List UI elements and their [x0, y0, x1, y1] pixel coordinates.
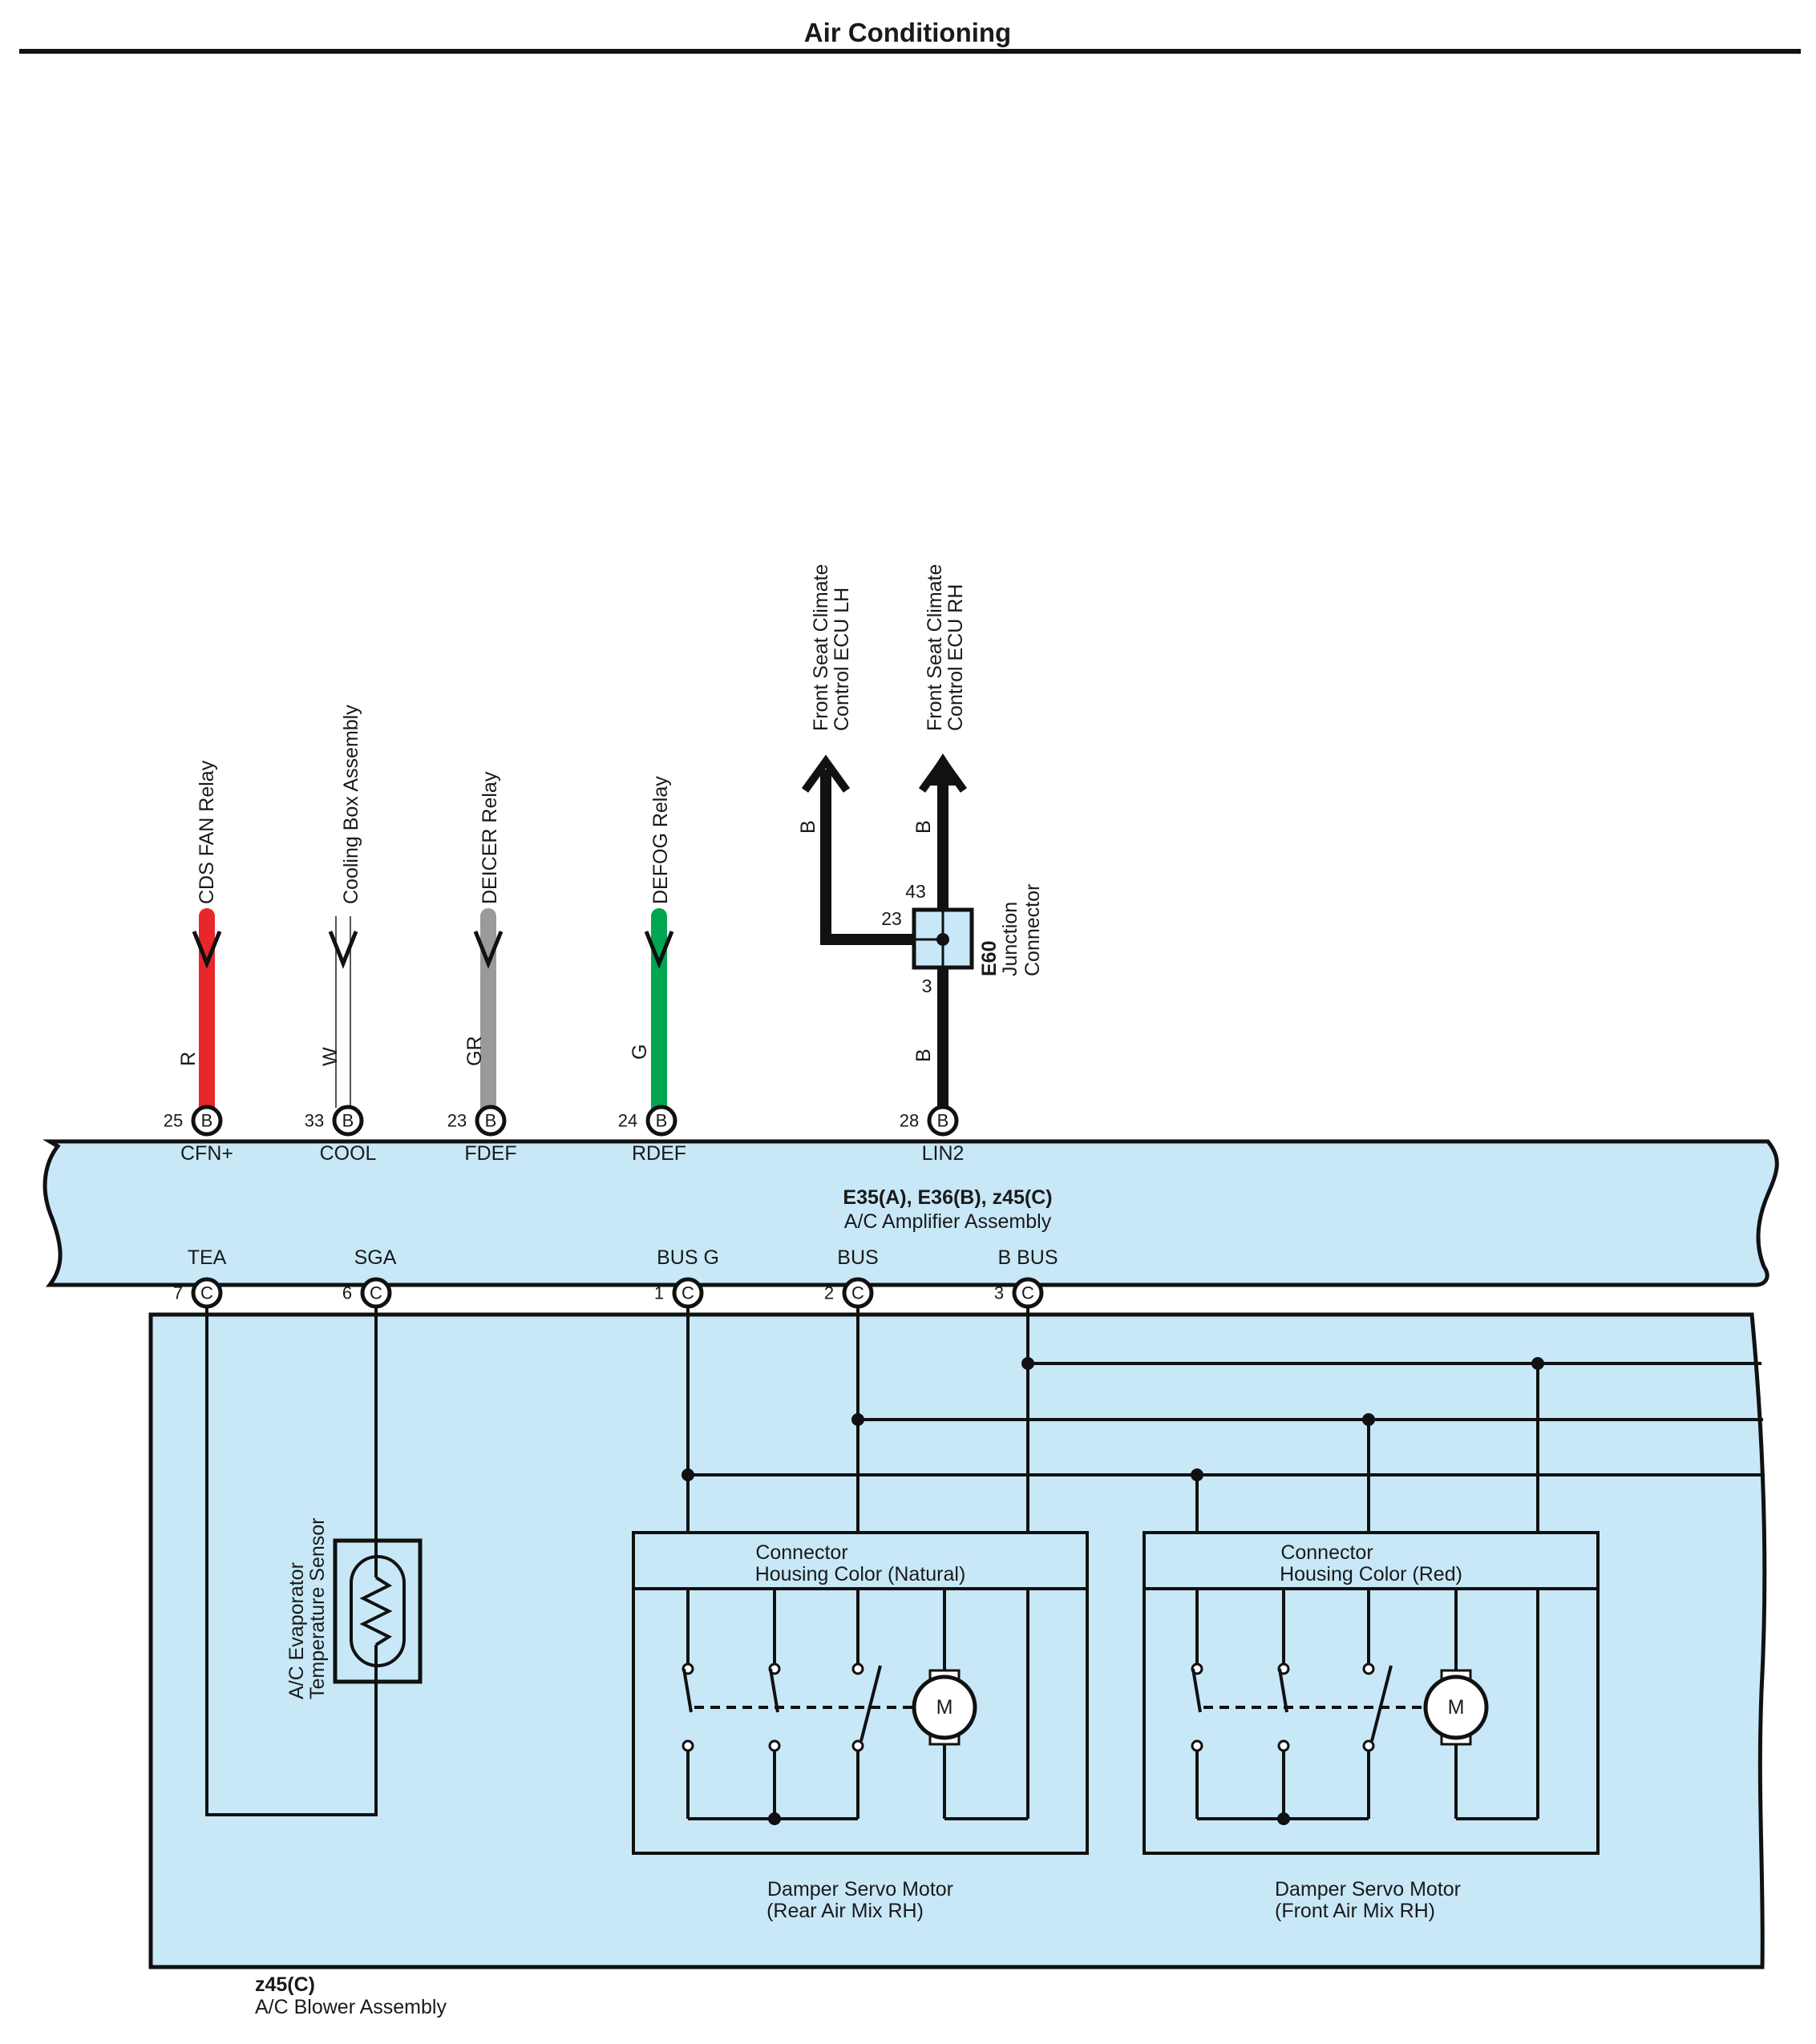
- wire-cool: Cooling Box Assembly W: [319, 705, 362, 1108]
- wire-cool-dest: Cooling Box Assembly: [340, 705, 362, 904]
- lin-right-color: B: [912, 820, 935, 834]
- terminal-rdef: RDEF: [632, 1142, 686, 1165]
- terminal-lin2: LIN2: [922, 1142, 965, 1165]
- svg-text:C: C: [200, 1283, 213, 1303]
- lin-left-color: B: [797, 820, 819, 834]
- pin-fdef: B 23: [447, 1105, 507, 1137]
- wire-cfn-dest: CDS FAN Relay: [196, 760, 218, 904]
- rear-housing-1: Connector: [755, 1541, 847, 1564]
- pin-tea: C 7: [173, 1277, 223, 1309]
- amplifier-code: E35(A), E36(B), z45(C): [843, 1186, 1052, 1209]
- svg-text:C: C: [682, 1283, 694, 1303]
- pin-sga: C 6: [342, 1277, 392, 1309]
- pin-lin2-number: 28: [900, 1111, 919, 1131]
- terminal-cfn: CFN+: [180, 1142, 233, 1165]
- pin-fdef-number: 23: [447, 1111, 467, 1131]
- pin-cfn-number: 25: [164, 1111, 183, 1131]
- svg-text:B: B: [485, 1111, 497, 1131]
- lin-left-dest-2: Control ECU LH: [831, 588, 853, 731]
- servo-motor-front: Connector Housing Color (Red) M Damper S…: [1143, 1531, 1600, 1922]
- junction-pin-left: 23: [881, 908, 902, 929]
- pin-bbus-number: 3: [994, 1283, 1004, 1303]
- front-housing-2: Housing Color (Red): [1280, 1563, 1462, 1586]
- rear-motor-symbol: M: [936, 1696, 953, 1719]
- pin-cool-number: 33: [305, 1111, 324, 1131]
- terminal-bus: BUS: [837, 1246, 878, 1269]
- junction-code: E60: [978, 941, 1001, 976]
- pin-cool: B 33: [305, 1105, 364, 1137]
- blower-assembly-body: [148, 1312, 1767, 1969]
- pin-rdef: B 24: [618, 1105, 677, 1137]
- lin-right-dest-2: Control ECU RH: [944, 584, 967, 731]
- pin-bbus: C 3: [994, 1277, 1044, 1309]
- lin-left-dest-1: Front Seat Climate: [810, 564, 832, 731]
- blower-name: A/C Blower Assembly: [255, 1996, 447, 2018]
- svg-text:C: C: [1021, 1283, 1034, 1303]
- wire-rdef-color: G: [629, 1044, 651, 1060]
- junction-name-1: Junction: [999, 902, 1021, 976]
- svg-text:B: B: [342, 1111, 354, 1131]
- svg-text:C: C: [370, 1283, 382, 1303]
- svg-text:C: C: [851, 1283, 864, 1303]
- pin-bus-number: 2: [824, 1283, 834, 1303]
- page-title: Air Conditioning: [804, 18, 1011, 47]
- pin-tea-number: 7: [173, 1283, 183, 1303]
- svg-text:B: B: [656, 1111, 668, 1131]
- svg-text:B: B: [201, 1111, 213, 1131]
- pin-busg-number: 1: [654, 1283, 664, 1303]
- junction-name-2: Connector: [1021, 884, 1044, 976]
- rear-motor-name-2: (Rear Air Mix RH): [766, 1900, 924, 1922]
- lin-color-bottom: B: [912, 1048, 935, 1062]
- front-motor-name-2: (Front Air Mix RH): [1275, 1900, 1435, 1922]
- wire-fdef-color: GR: [463, 1036, 486, 1067]
- terminal-busg: BUS G: [657, 1246, 719, 1269]
- front-housing-1: Connector: [1280, 1541, 1373, 1564]
- lin-bus: 43 23 3 E60 Junction Connector B B B Fro…: [797, 564, 1044, 1106]
- junction-pin-top: 43: [905, 881, 926, 902]
- terminal-fdef: FDEF: [464, 1142, 516, 1165]
- amplifier-name: A/C Amplifier Assembly: [844, 1210, 1052, 1233]
- terminal-sga: SGA: [354, 1246, 397, 1269]
- terminal-cool: COOL: [320, 1142, 377, 1165]
- wire-fdef-dest: DEICER Relay: [479, 771, 501, 904]
- servo-motor-rear: Connector Housing Color (Natural) M: [632, 1531, 1089, 1922]
- terminal-bbus: B BUS: [997, 1246, 1058, 1269]
- sensor-name-2: Temperature Sensor: [306, 1517, 329, 1699]
- evaporator-temperature-sensor: A/C Evaporator Temperature Sensor: [285, 1517, 423, 1699]
- pin-bus: C 2: [824, 1277, 874, 1309]
- wire-cfn-color: R: [177, 1052, 200, 1066]
- wire-fdef: DEICER Relay GR: [463, 771, 504, 1116]
- sensor-name-1: A/C Evaporator: [285, 1562, 308, 1699]
- svg-text:B: B: [937, 1111, 949, 1131]
- wire-cool-color: W: [319, 1047, 342, 1066]
- rear-motor-name-1: Damper Servo Motor: [767, 1878, 953, 1901]
- junction-pin-bottom: 3: [922, 976, 932, 996]
- blower-code: z45(C): [255, 1973, 315, 1996]
- pin-rdef-number: 24: [618, 1111, 637, 1131]
- pin-busg: C 1: [654, 1277, 704, 1309]
- amplifier-assembly-body: [42, 1139, 1779, 1287]
- front-motor-symbol: M: [1448, 1696, 1465, 1719]
- rear-housing-2: Housing Color (Natural): [755, 1563, 966, 1586]
- wire-rdef: DEFOG Relay G: [629, 776, 674, 1116]
- wire-cfn: CDS FAN Relay R: [177, 760, 222, 1116]
- lin-right-dest-1: Front Seat Climate: [924, 564, 946, 731]
- wire-rdef-dest: DEFOG Relay: [649, 776, 672, 904]
- pin-sga-number: 6: [342, 1283, 352, 1303]
- pin-cfn: B 25: [164, 1105, 223, 1137]
- blower-wiring: [205, 1305, 1765, 1816]
- front-motor-name-1: Damper Servo Motor: [1275, 1878, 1461, 1901]
- terminal-tea: TEA: [188, 1246, 227, 1269]
- pin-lin2: B 28: [900, 1105, 959, 1137]
